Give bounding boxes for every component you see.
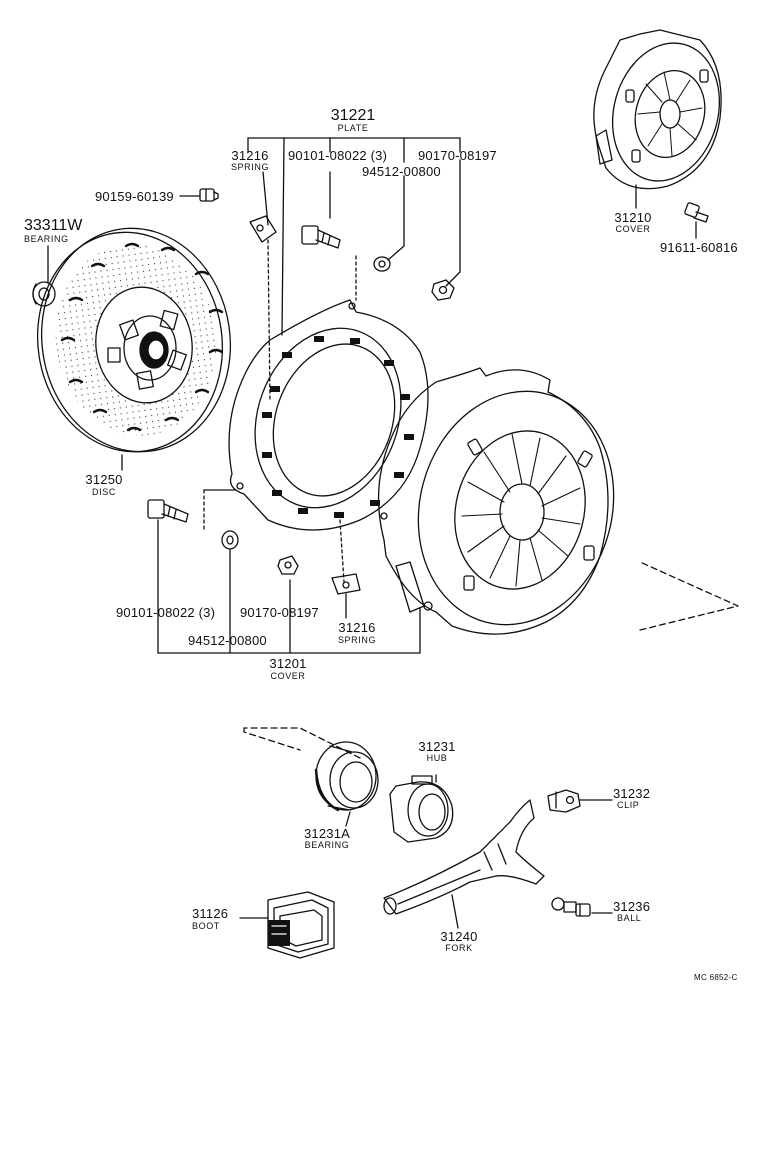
top-washer xyxy=(373,256,391,272)
cover-top-right xyxy=(593,29,722,190)
fork-part-name: FORK xyxy=(445,943,473,953)
pressure-plate xyxy=(228,299,429,531)
top-bolt-part-number: 90101-08022 (3) xyxy=(288,148,388,163)
pilot-bearing-part-name: BEARING xyxy=(24,234,69,244)
release-bearing xyxy=(314,741,379,812)
ball-part-number: 31236 xyxy=(613,899,651,914)
top-nut xyxy=(431,279,455,301)
top-spring-clip xyxy=(249,215,277,243)
pilot-bearing xyxy=(32,281,56,307)
top-right-bolt-part-number: 91611-60816 xyxy=(660,240,738,255)
small-bolt xyxy=(199,188,219,202)
fork-part-number: 31240 xyxy=(440,929,478,944)
hub-part-name: HUB xyxy=(426,753,448,763)
pivot-ball xyxy=(551,897,591,917)
pilot-bearing-part-number: 33311W xyxy=(24,217,83,234)
bottom-nut xyxy=(277,555,299,575)
top-spring-part-name: SPRING xyxy=(230,162,270,172)
bottom-washer-part-number: 94512-00800 xyxy=(188,633,267,648)
clutch-disc xyxy=(36,227,232,453)
plate-part-name: PLATE xyxy=(337,123,369,133)
small-bolt-part-number: 90159-60139 xyxy=(95,189,174,204)
release-clip xyxy=(547,789,581,813)
bottom-spring-part-number: 31216 xyxy=(338,620,376,635)
top-nut-part-number: 90170-08197 xyxy=(418,148,497,163)
top-right-bolt xyxy=(684,202,709,223)
leader-lines-top xyxy=(47,137,697,471)
top-washer-part-number: 94512-00800 xyxy=(362,164,441,179)
cover-part-name: COVER xyxy=(270,671,306,681)
leader-lines-bottom xyxy=(157,489,739,929)
release-bearing-part-name: BEARING xyxy=(304,840,350,850)
boot-part-number: 31126 xyxy=(192,906,229,921)
top-right-cover-part-number: 31210 xyxy=(614,210,652,225)
clutch-boot xyxy=(267,891,335,959)
bottom-bolt-part-number: 90101-08022 (3) xyxy=(116,605,216,620)
release-fork xyxy=(383,799,545,915)
top-bolt xyxy=(301,225,341,249)
release-bearing-part-number: 31231A xyxy=(303,826,351,841)
drawing-reference: MC 6852-C xyxy=(694,973,738,982)
plate-part-number: 31221 xyxy=(330,107,376,124)
cover-part-number: 31201 xyxy=(269,656,307,671)
bottom-nut-part-number: 90170-08197 xyxy=(240,605,319,620)
bottom-washer xyxy=(221,530,239,550)
top-spring-part-number: 31216 xyxy=(231,148,269,163)
bottom-spring-clip xyxy=(331,573,361,595)
clip-part-name: CLIP xyxy=(617,800,640,810)
bottom-bolt xyxy=(147,499,189,523)
top-right-cover-part-name: COVER xyxy=(615,224,651,234)
disc-part-name: DISC xyxy=(92,487,116,497)
bottom-spring-part-name: SPRING xyxy=(337,635,377,645)
boot-part-name: BOOT xyxy=(192,921,220,931)
hub-part-number: 31231 xyxy=(418,739,456,754)
clip-part-number: 31232 xyxy=(613,786,651,801)
disc-part-number: 31250 xyxy=(85,472,123,487)
ball-part-name: BALL xyxy=(617,913,642,923)
clutch-cover xyxy=(377,367,615,635)
release-hub xyxy=(389,775,454,843)
